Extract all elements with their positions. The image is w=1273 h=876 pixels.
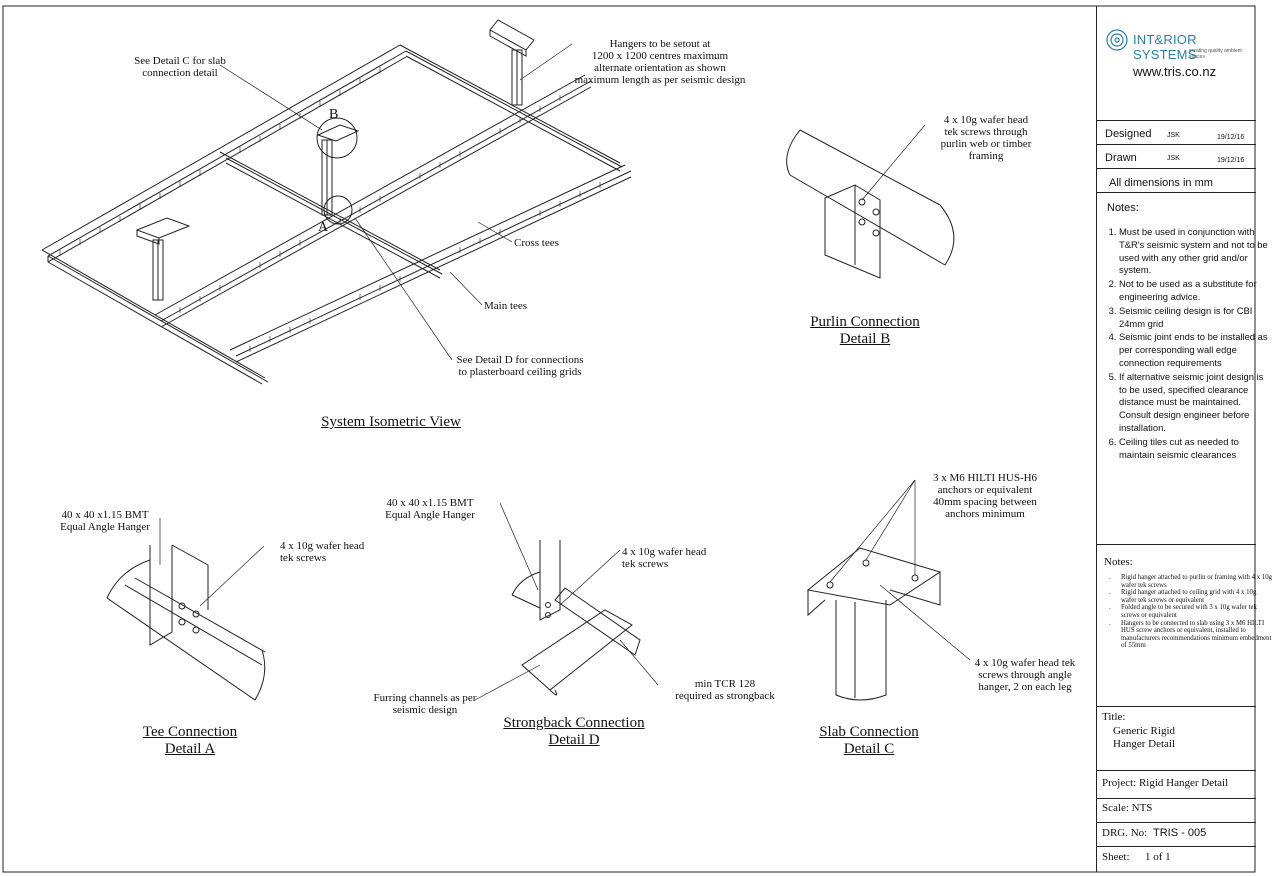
- tee-callout-screws: 4 x 10g wafer head tek screws: [280, 540, 365, 564]
- notes-heading: Notes:: [1107, 202, 1139, 214]
- notes-list: Must be used in conjunction with T&R's s…: [1103, 226, 1271, 462]
- hanger-center: [316, 124, 360, 216]
- dimensions-note: All dimensions in mm: [1109, 177, 1213, 189]
- purlin-callout: 4 x 10g wafer head tek screws through pu…: [940, 114, 1032, 162]
- strongback-detail: [474, 502, 659, 701]
- isometric-grid: [41, 19, 632, 385]
- cross-tee-2: [219, 151, 443, 279]
- title-label: Title:: [1102, 711, 1126, 723]
- cross-tee-1: [41, 249, 269, 385]
- strongback-callout-screws: 4 x 10g wafer head tek screws: [622, 546, 707, 570]
- drawn-by: JSK: [1167, 155, 1180, 162]
- purlin-detail: [786, 124, 955, 279]
- drg-value: TRIS - 005: [1153, 827, 1207, 839]
- designed-date: 19/12/16: [1217, 134, 1245, 141]
- callout-main-tees: Main tees: [484, 300, 528, 312]
- note-item: If alternative seismic joint design is t…: [1119, 371, 1271, 435]
- strongback-title: Strongback Connection Detail D: [503, 715, 645, 748]
- tee-callout-hanger: 40 x 40 x1.15 BMT Equal Angle Hanger: [60, 509, 150, 533]
- callout-detail-d: See Detail D for connections to plasterb…: [456, 354, 584, 378]
- note-item: Ceiling tiles cut as needed to maintain …: [1119, 436, 1271, 462]
- note2-item: Folded angle to be secured with 3 x 10g …: [1109, 604, 1273, 619]
- callout-hangers: Hangers to be setout at 1200 x 1200 cent…: [574, 38, 746, 86]
- marker-a: A: [318, 220, 329, 235]
- designed-by: JSK: [1167, 132, 1180, 139]
- slab-detail: [806, 479, 971, 701]
- hanger-right: [489, 19, 535, 106]
- callout-cross-tees: Cross tees: [514, 237, 559, 249]
- designed-label: Designed: [1105, 128, 1152, 140]
- strongback-callout-furring: Furring channels as per seismic design: [373, 692, 477, 716]
- company-logo: INT&RIOR SYSTEMS: [1133, 32, 1197, 62]
- note2-item: Hangers to be connected to slab using 3 …: [1109, 620, 1273, 650]
- logo-mark-icon: [1106, 29, 1128, 51]
- title-value: Generic Rigid Hanger Detail: [1113, 725, 1176, 750]
- sheet-border: [2, 5, 1256, 873]
- drawn-label: Drawn: [1105, 152, 1137, 164]
- note-item: Seismic ceiling design is for CBI 24mm g…: [1119, 305, 1271, 331]
- notes2-list: Rigid hanger attached to purlin or frami…: [1103, 574, 1273, 650]
- callout-detail-c: See Detail C for slab connection detail: [134, 55, 226, 79]
- slab-callout-screws: 4 x 10g wafer head tek screws through an…: [974, 657, 1076, 693]
- note2-item: Rigid hanger attached to purlin or frami…: [1109, 574, 1273, 589]
- slab-title: Slab Connection Detail C: [819, 724, 919, 757]
- slab-callout-anchors: 3 x M6 HILTI HUS-H6 anchors or equivalen…: [932, 472, 1038, 520]
- notes2-heading: Notes:: [1104, 556, 1133, 568]
- tee-title: Tee Connection Detail A: [142, 724, 238, 757]
- purlin-title: Purlin Connection Detail B: [810, 314, 920, 347]
- marker-b: B: [329, 107, 339, 122]
- drawn-date: 19/12/16: [1217, 157, 1245, 164]
- detail-a-circle: [323, 195, 353, 225]
- note2-item: Rigid hanger attached to ceiling grid wi…: [1109, 589, 1273, 604]
- note-item: Not to be used as a substitute for engin…: [1119, 278, 1271, 304]
- company-url: www.tris.co.nz: [1133, 64, 1217, 79]
- sheet-value: 1 of 1: [1145, 851, 1171, 863]
- tee-detail: [106, 518, 266, 701]
- scale-field: Scale: NTS: [1102, 802, 1153, 814]
- company-tagline: creating quality ambient spaces: [1189, 48, 1242, 60]
- project-field: Project: Rigid Hanger Detail: [1102, 777, 1229, 789]
- isometric-title: System Isometric View: [321, 414, 461, 430]
- sheet-label: Sheet:: [1102, 851, 1130, 863]
- strongback-callout-tcr: min TCR 128 required as strongback: [675, 678, 775, 702]
- main-tee-1: [41, 44, 407, 263]
- title-block: INT&RIOR SYSTEMS creating quality ambien…: [1096, 6, 1272, 872]
- hanger-left: [135, 217, 191, 301]
- drg-label: DRG. No:: [1102, 827, 1148, 839]
- cross-tee-3: [399, 44, 623, 172]
- detail-b-circle: [316, 117, 358, 159]
- note-item: Seismic joint ends to be installed as pe…: [1119, 331, 1271, 369]
- note-item: Must be used in conjunction with T&R's s…: [1119, 226, 1271, 277]
- strongback-callout-hanger: 40 x 40 x1.15 BMT Equal Angle Hanger: [385, 497, 475, 521]
- main-tee-2: [154, 74, 592, 328]
